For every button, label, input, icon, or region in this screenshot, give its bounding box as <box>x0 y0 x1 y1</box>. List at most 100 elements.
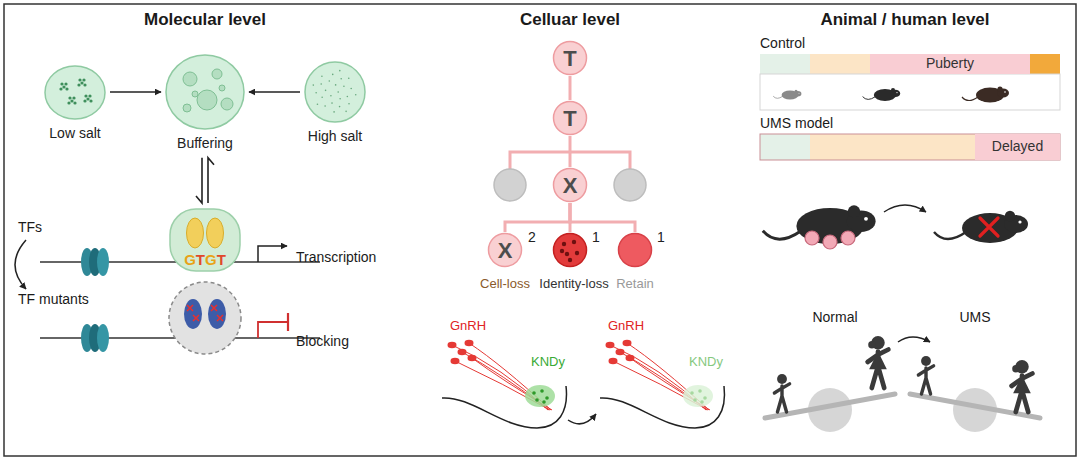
tf-blob <box>187 218 204 248</box>
grey-cell <box>494 169 526 201</box>
chromatin-dot <box>89 99 92 102</box>
grey-cell <box>614 169 646 201</box>
mouse-tail <box>763 231 801 239</box>
tumor <box>823 235 837 249</box>
condensate-drop <box>197 90 217 110</box>
cell-shape <box>489 234 522 267</box>
chromatin-dot <box>64 82 67 85</box>
frame-border <box>4 4 1076 456</box>
kndy-neuron <box>690 391 694 395</box>
cell-shape <box>554 234 587 267</box>
speckle-dot <box>343 86 345 88</box>
kndy-neuron <box>693 398 697 402</box>
mouse-eye <box>864 217 868 221</box>
nucleus-low-salt: Low salt <box>44 65 106 120</box>
node-text: X <box>563 174 578 198</box>
reaction-arrow <box>249 91 300 93</box>
mouse-figure <box>962 86 1009 102</box>
node-annotation: Retain <box>616 277 654 291</box>
speckle-dot <box>312 84 314 86</box>
mouse-ear <box>1005 211 1015 221</box>
child-silhouette <box>774 374 789 412</box>
nucleus-shape <box>45 66 105 119</box>
node-text: GTGT <box>184 252 226 269</box>
speckle-dot <box>335 84 337 86</box>
droplet-shape <box>170 209 240 271</box>
node-text: X <box>498 239 513 263</box>
condensate-drop <box>192 91 198 97</box>
mouse-tail <box>863 97 876 100</box>
node-outline <box>165 54 245 130</box>
reaction-arrow <box>110 91 161 93</box>
lineage-cell: X <box>552 167 588 203</box>
mouse-eye <box>896 92 897 93</box>
text-label: KNDy <box>531 355 565 369</box>
tf-blob <box>207 218 224 248</box>
chromatin-dot <box>77 83 80 86</box>
gnrh-neuron <box>458 349 467 355</box>
timeline-segment <box>760 134 810 160</box>
node-outline <box>44 65 106 120</box>
cell-granule <box>572 240 576 244</box>
kndy-cluster <box>525 385 555 407</box>
chromatin-dot <box>83 99 86 102</box>
node-outline <box>617 232 653 268</box>
condensate-drop <box>221 98 233 110</box>
condensate-drop <box>183 104 191 112</box>
nucleosome-disc <box>97 248 109 276</box>
node-outline <box>552 232 588 268</box>
mouse-ear <box>794 90 797 93</box>
delayed-segment: Delayed <box>975 134 1060 160</box>
sequence-letter: T <box>217 251 226 268</box>
mutation-arrow <box>15 240 26 289</box>
speckle-dot <box>339 98 341 100</box>
node-annotation: 2 <box>528 230 536 245</box>
node-text: High salt <box>308 129 362 144</box>
mouse-tail <box>773 96 783 98</box>
cell-shape <box>619 234 652 267</box>
condensate-droplet: GTGT <box>169 208 241 272</box>
text-label: GnRH <box>608 319 644 333</box>
equilibrium-arrow <box>196 158 214 203</box>
node-outline <box>304 61 366 123</box>
transition-arrow <box>884 205 926 212</box>
speckle-dot <box>345 111 347 113</box>
mouse-ear <box>848 205 860 217</box>
speckle-dot <box>324 105 326 107</box>
text-label: TFs <box>18 220 42 235</box>
node-text: Delayed <box>992 139 1043 154</box>
panel-heading: Celluar level <box>520 11 620 30</box>
chromatin-dot <box>62 85 65 88</box>
chromatin-dot <box>70 99 73 102</box>
node-text: 1 <box>657 230 665 245</box>
mouse-eye <box>798 92 800 94</box>
lineage-link <box>569 76 572 100</box>
lineage-cell: 1Identity-loss <box>552 232 588 268</box>
sequence-letter: G <box>205 251 217 268</box>
mutation-mark <box>187 305 193 311</box>
lineage-link <box>570 203 635 232</box>
kndy-neuron <box>545 396 549 400</box>
kndy-neuron <box>532 391 536 395</box>
nucleosome-icon <box>81 248 109 276</box>
nucleosome-icon <box>81 324 109 352</box>
cell-granule <box>562 242 566 246</box>
mutation-mark <box>211 305 217 311</box>
chromatin-dot <box>80 81 83 84</box>
node-text: Puberty <box>926 56 974 71</box>
nucleus-high-salt: High salt <box>304 61 366 123</box>
chromatin-dot <box>78 78 81 81</box>
condensate-drop <box>219 85 225 91</box>
kndy-neuron <box>535 398 539 402</box>
mouse-ear <box>997 86 1002 91</box>
kndy-neuron <box>703 396 707 400</box>
mutant-tf-blob <box>208 299 226 329</box>
timeline-segment <box>1030 54 1060 74</box>
timeline-segment <box>760 54 810 74</box>
transition-arrow <box>568 414 596 424</box>
disrupted-condensate <box>169 282 241 354</box>
nucleus-buffering: Buffering <box>165 54 245 130</box>
